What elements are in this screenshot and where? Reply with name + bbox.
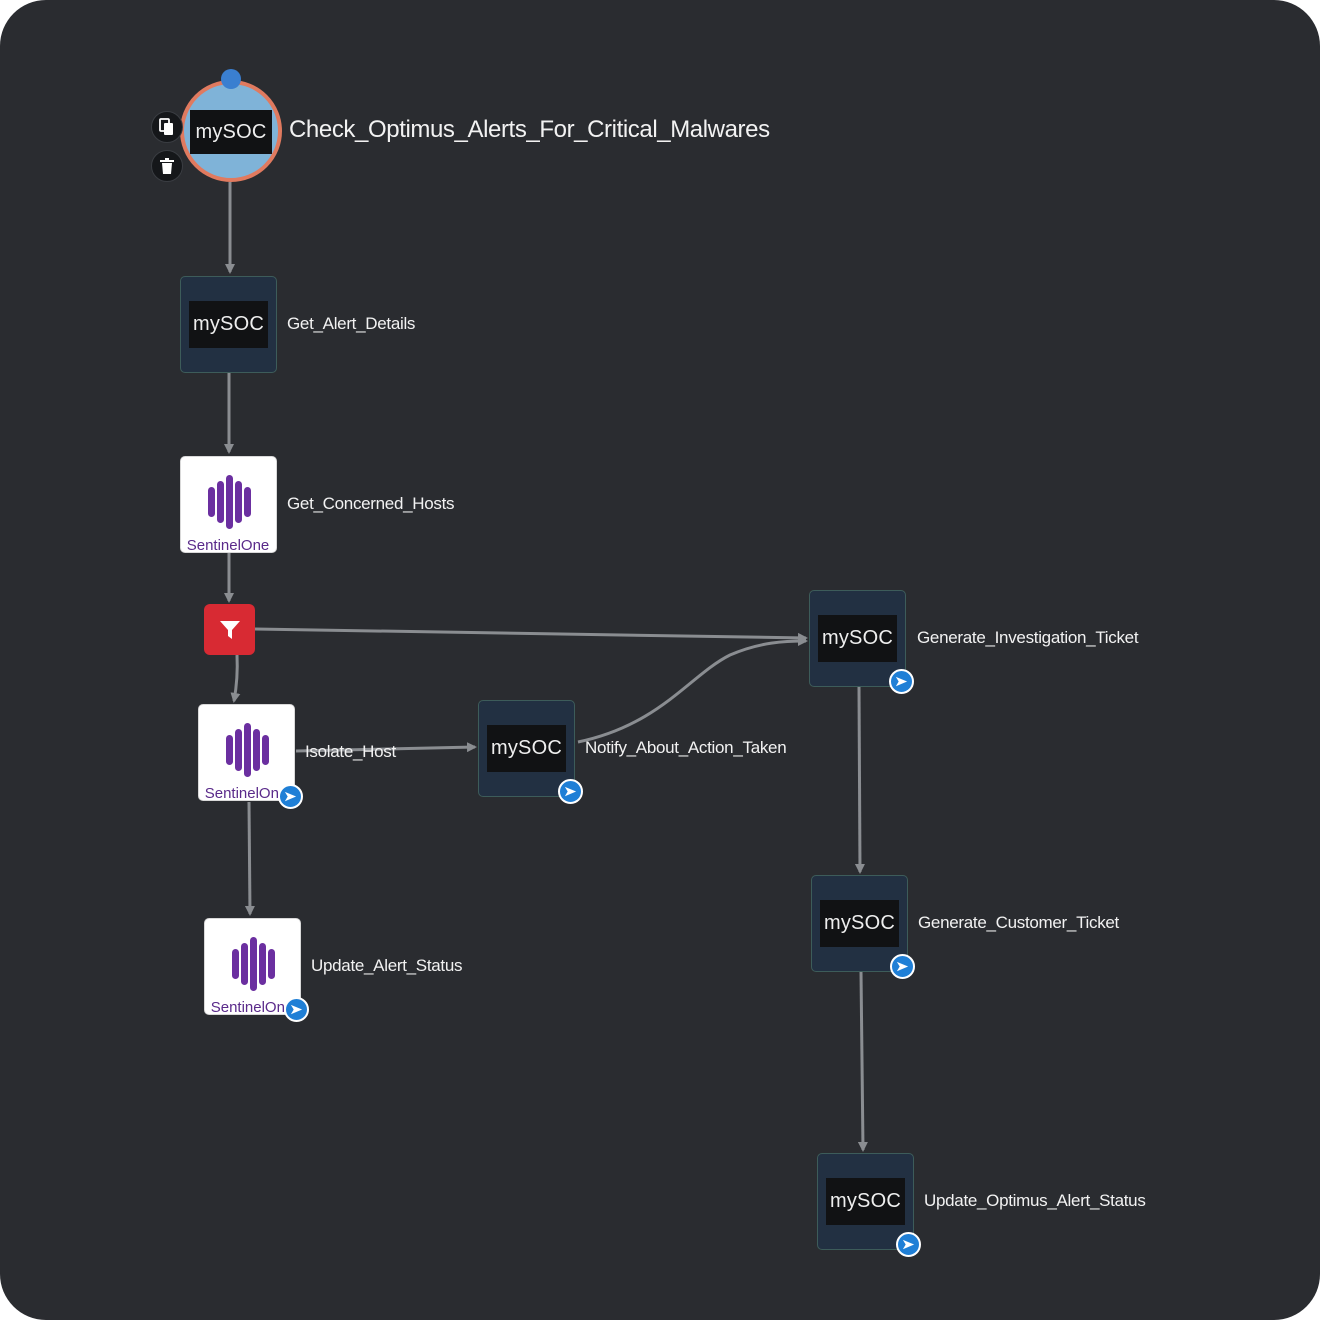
- sentinelone-logo: SentinelOne: [187, 475, 270, 552]
- mysoc-logo: mySOC: [487, 725, 566, 772]
- run-badge-generate-customer-ticket[interactable]: [890, 954, 915, 979]
- arrow-right-icon: [895, 676, 908, 687]
- sentinelone-wordmark: SentinelOne: [187, 537, 270, 552]
- node-label-get-concerned-hosts: Get_Concerned_Hosts: [287, 494, 455, 513]
- edge-isolate-host-to-notify: [295, 742, 477, 753]
- trash-icon[interactable]: [151, 150, 183, 182]
- edge-filter-to-isolate-host: [230, 654, 241, 703]
- node-update-alert-status[interactable]: SentinelOne: [204, 918, 301, 1015]
- edge-isolate-host-to-update-alert-status: [244, 801, 255, 916]
- run-badge-update-alert-status[interactable]: [284, 997, 309, 1022]
- edge-customer-ticket-to-update-optimus: [857, 971, 868, 1152]
- arrow-right-icon: [284, 791, 297, 802]
- filter-node[interactable]: [204, 604, 255, 655]
- run-badge-isolate-host[interactable]: [278, 784, 303, 809]
- arrow-right-icon: [564, 786, 577, 797]
- node-label-isolate-host: Isolate_Host: [305, 742, 396, 761]
- trash-icon-glyph: [160, 158, 174, 174]
- mysoc-logo: mySOC: [190, 110, 272, 154]
- arrow-right-icon: [290, 1004, 303, 1015]
- trigger-node[interactable]: mySOC: [180, 80, 282, 182]
- copy-icon[interactable]: [151, 111, 183, 143]
- edge-notify-to-generate-investigation-ticket: [577, 636, 808, 744]
- run-badge-update-optimus-alert-status[interactable]: [896, 1232, 921, 1257]
- arrow-right-icon: [896, 961, 909, 972]
- node-label-generate-customer-ticket: Generate_Customer_Ticket: [918, 913, 1119, 932]
- node-isolate-host[interactable]: SentinelOne: [198, 704, 295, 801]
- node-label-get-alert-details: Get_Alert_Details: [287, 314, 416, 333]
- node-label-notify-about-action-taken: Notify_About_Action_Taken: [585, 738, 787, 757]
- node-generate-investigation-ticket[interactable]: mySOC: [809, 590, 906, 687]
- sentinelone-logo: SentinelOne: [211, 937, 294, 1014]
- node-get-alert-details[interactable]: mySOC: [180, 276, 277, 373]
- edge-filter-to-generate-investigation-ticket: [254, 627, 808, 643]
- run-badge-notify[interactable]: [558, 779, 583, 804]
- node-label-update-optimus-alert-status: Update_Optimus_Alert_Status: [924, 1191, 1146, 1210]
- copy-icon-glyph: [159, 118, 173, 135]
- node-label-update-alert-status: Update_Alert_Status: [311, 956, 463, 975]
- node-notify-about-action-taken[interactable]: mySOC: [478, 700, 575, 797]
- run-badge-generate-investigation-ticket[interactable]: [889, 669, 914, 694]
- arrow-right-icon: [902, 1239, 915, 1250]
- filter-icon: [219, 620, 240, 639]
- node-generate-customer-ticket[interactable]: mySOC: [811, 875, 908, 972]
- node-get-concerned-hosts[interactable]: SentinelOne: [180, 456, 277, 553]
- node-update-optimus-alert-status[interactable]: mySOC: [817, 1153, 914, 1250]
- mysoc-logo: mySOC: [189, 301, 268, 348]
- mysoc-logo: mySOC: [818, 615, 897, 662]
- node-label-generate-investigation-ticket: Generate_Investigation_Ticket: [917, 628, 1139, 647]
- mysoc-logo: mySOC: [826, 1178, 905, 1225]
- mysoc-logo: mySOC: [820, 900, 899, 947]
- sentinelone-wordmark: SentinelOne: [205, 785, 288, 800]
- sentinelone-logo: SentinelOne: [205, 723, 288, 800]
- sentinelone-wordmark: SentinelOne: [211, 999, 294, 1014]
- trigger-connector-handle[interactable]: [221, 69, 241, 89]
- edge-investigation-to-customer-ticket: [854, 686, 865, 874]
- workflow-title: Check_Optimus_Alerts_For_Critical_Malwar…: [289, 116, 770, 143]
